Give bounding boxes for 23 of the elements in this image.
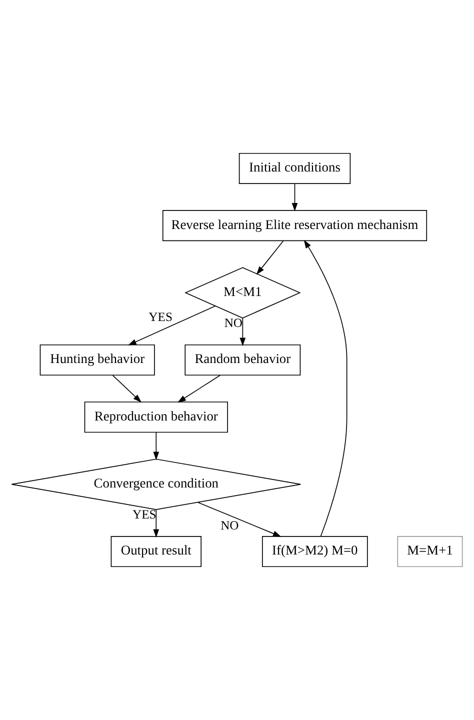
- arrow: [197, 502, 282, 537]
- node-box: Hunting behavior: [40, 344, 155, 376]
- arrow: [177, 374, 221, 403]
- arrow: [304, 240, 348, 537]
- arrow: [256, 240, 284, 275]
- arrow: [240, 318, 246, 346]
- node-box: Output result: [110, 536, 202, 568]
- arrow: [153, 509, 160, 538]
- edge-label: NO: [224, 316, 243, 330]
- label: M=M+1: [407, 542, 453, 558]
- arrow: [153, 432, 160, 460]
- arrow: [112, 374, 142, 402]
- node-box: If(M>M2) M=0: [262, 536, 368, 568]
- node-box: Random behavior: [184, 344, 301, 376]
- arrow: [128, 306, 216, 346]
- edge-label: NO: [220, 518, 239, 532]
- edge-label: YES: [132, 508, 156, 522]
- node-box: Reproduction behavior: [84, 402, 228, 433]
- node-box: Reverse learning Elite reservation mechanism: [162, 210, 428, 242]
- edge-label: YES: [148, 310, 172, 324]
- arrow: [292, 183, 298, 212]
- node-box: Initial conditions: [238, 152, 351, 184]
- node-diamond: Convergence condition: [11, 458, 302, 510]
